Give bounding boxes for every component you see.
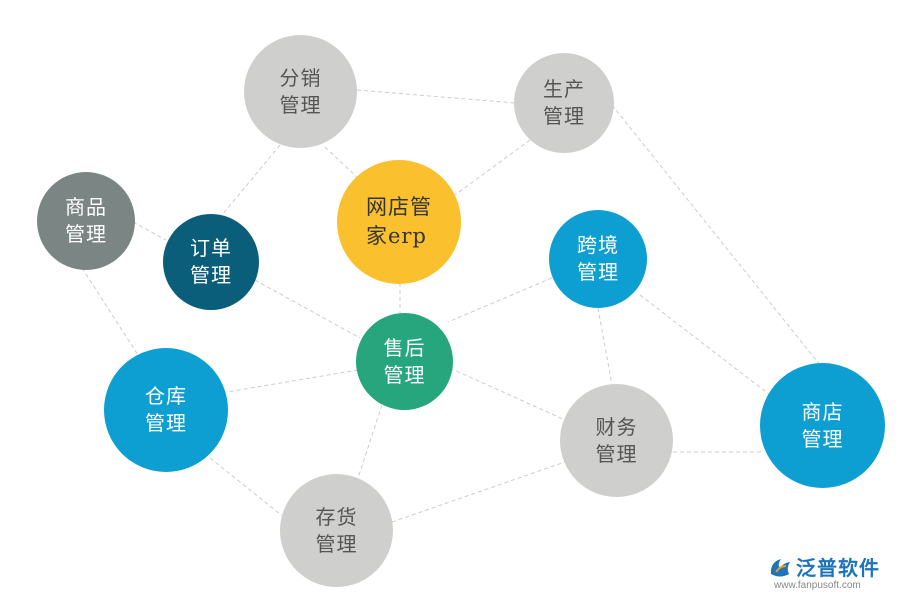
node-dingdan-line2: 管理 xyxy=(190,263,232,287)
node-cangku: 仓库 管理 xyxy=(104,348,228,472)
edge-kuajing-shouhou xyxy=(447,277,553,323)
edge-fenxiao-center xyxy=(324,146,361,181)
node-fenxiao-line1: 分销 xyxy=(279,65,322,90)
node-kuajing-line2: 管理 xyxy=(577,260,619,284)
node-cangku-line1: 仓库 xyxy=(145,384,187,408)
node-shangdian-line2: 管理 xyxy=(801,426,844,451)
node-dingdan-line1: 订单 xyxy=(190,236,232,260)
node-shangdian-line1: 商店 xyxy=(801,399,844,424)
node-shangdian: 商店 管理 xyxy=(760,363,885,488)
node-shouhou: 售后 管理 xyxy=(356,313,453,410)
edge-shouhou-cunhuo xyxy=(357,404,383,479)
node-shangpin: 商品 管理 xyxy=(37,172,135,270)
node-shengchan-line2: 管理 xyxy=(543,104,585,128)
node-shouhou-line1: 售后 xyxy=(383,335,426,360)
node-shouhou-line2: 管理 xyxy=(383,362,426,387)
edge-shangpin-cangku xyxy=(81,267,141,359)
node-cunhuo: 存货 管理 xyxy=(280,474,393,587)
node-cunhuo-line2: 管理 xyxy=(315,531,358,556)
logo-url: www.fanpusoft.com xyxy=(774,580,861,591)
edge-dingdan-shouhou xyxy=(254,279,361,339)
node-caiwu-line2: 管理 xyxy=(595,441,638,466)
center-line1: 网店管 xyxy=(366,195,432,219)
node-cangku-line2: 管理 xyxy=(145,411,187,435)
fanpu-logo[interactable]: 泛普软件 www.fanpusoft.com xyxy=(768,552,896,596)
edge-shouhou-caiwu xyxy=(449,367,566,421)
node-fenxiao-line2: 管理 xyxy=(279,92,322,117)
edge-shouhou-cangku xyxy=(226,369,359,393)
node-shangpin-line1: 商品 xyxy=(65,195,107,219)
edge-shengchan-center xyxy=(454,139,531,196)
node-kuajing-line1: 跨境 xyxy=(577,233,619,257)
node-fenxiao: 分销 管理 xyxy=(244,35,357,148)
edge-kuajing-shangdian xyxy=(639,294,771,396)
edge-fenxiao-dingdan xyxy=(221,144,281,216)
center-line2: 家erp xyxy=(366,224,427,248)
logo-mark-icon xyxy=(770,559,790,577)
edge-cunhuo-caiwu xyxy=(391,461,566,523)
edge-cangku-cunhuo xyxy=(209,457,286,519)
node-caiwu: 财务 管理 xyxy=(560,384,673,497)
edge-kuajing-caiwu xyxy=(597,307,613,386)
logo-name: 泛普软件 xyxy=(796,556,880,580)
node-shangpin-line2: 管理 xyxy=(65,222,107,246)
edge-shangpin-dingdan xyxy=(132,221,167,241)
node-center-erp: 网店管 家erp xyxy=(337,160,461,284)
edge-fenxiao-shengchan xyxy=(356,89,516,104)
edge-shengchan-shangdian xyxy=(611,104,821,366)
node-dingdan: 订单 管理 xyxy=(163,214,259,310)
node-shengchan: 生产 管理 xyxy=(514,53,614,153)
node-shengchan-line1: 生产 xyxy=(543,77,585,101)
node-kuajing: 跨境 管理 xyxy=(549,210,647,308)
node-caiwu-line1: 财务 xyxy=(595,414,638,439)
node-cunhuo-line1: 存货 xyxy=(315,504,358,529)
